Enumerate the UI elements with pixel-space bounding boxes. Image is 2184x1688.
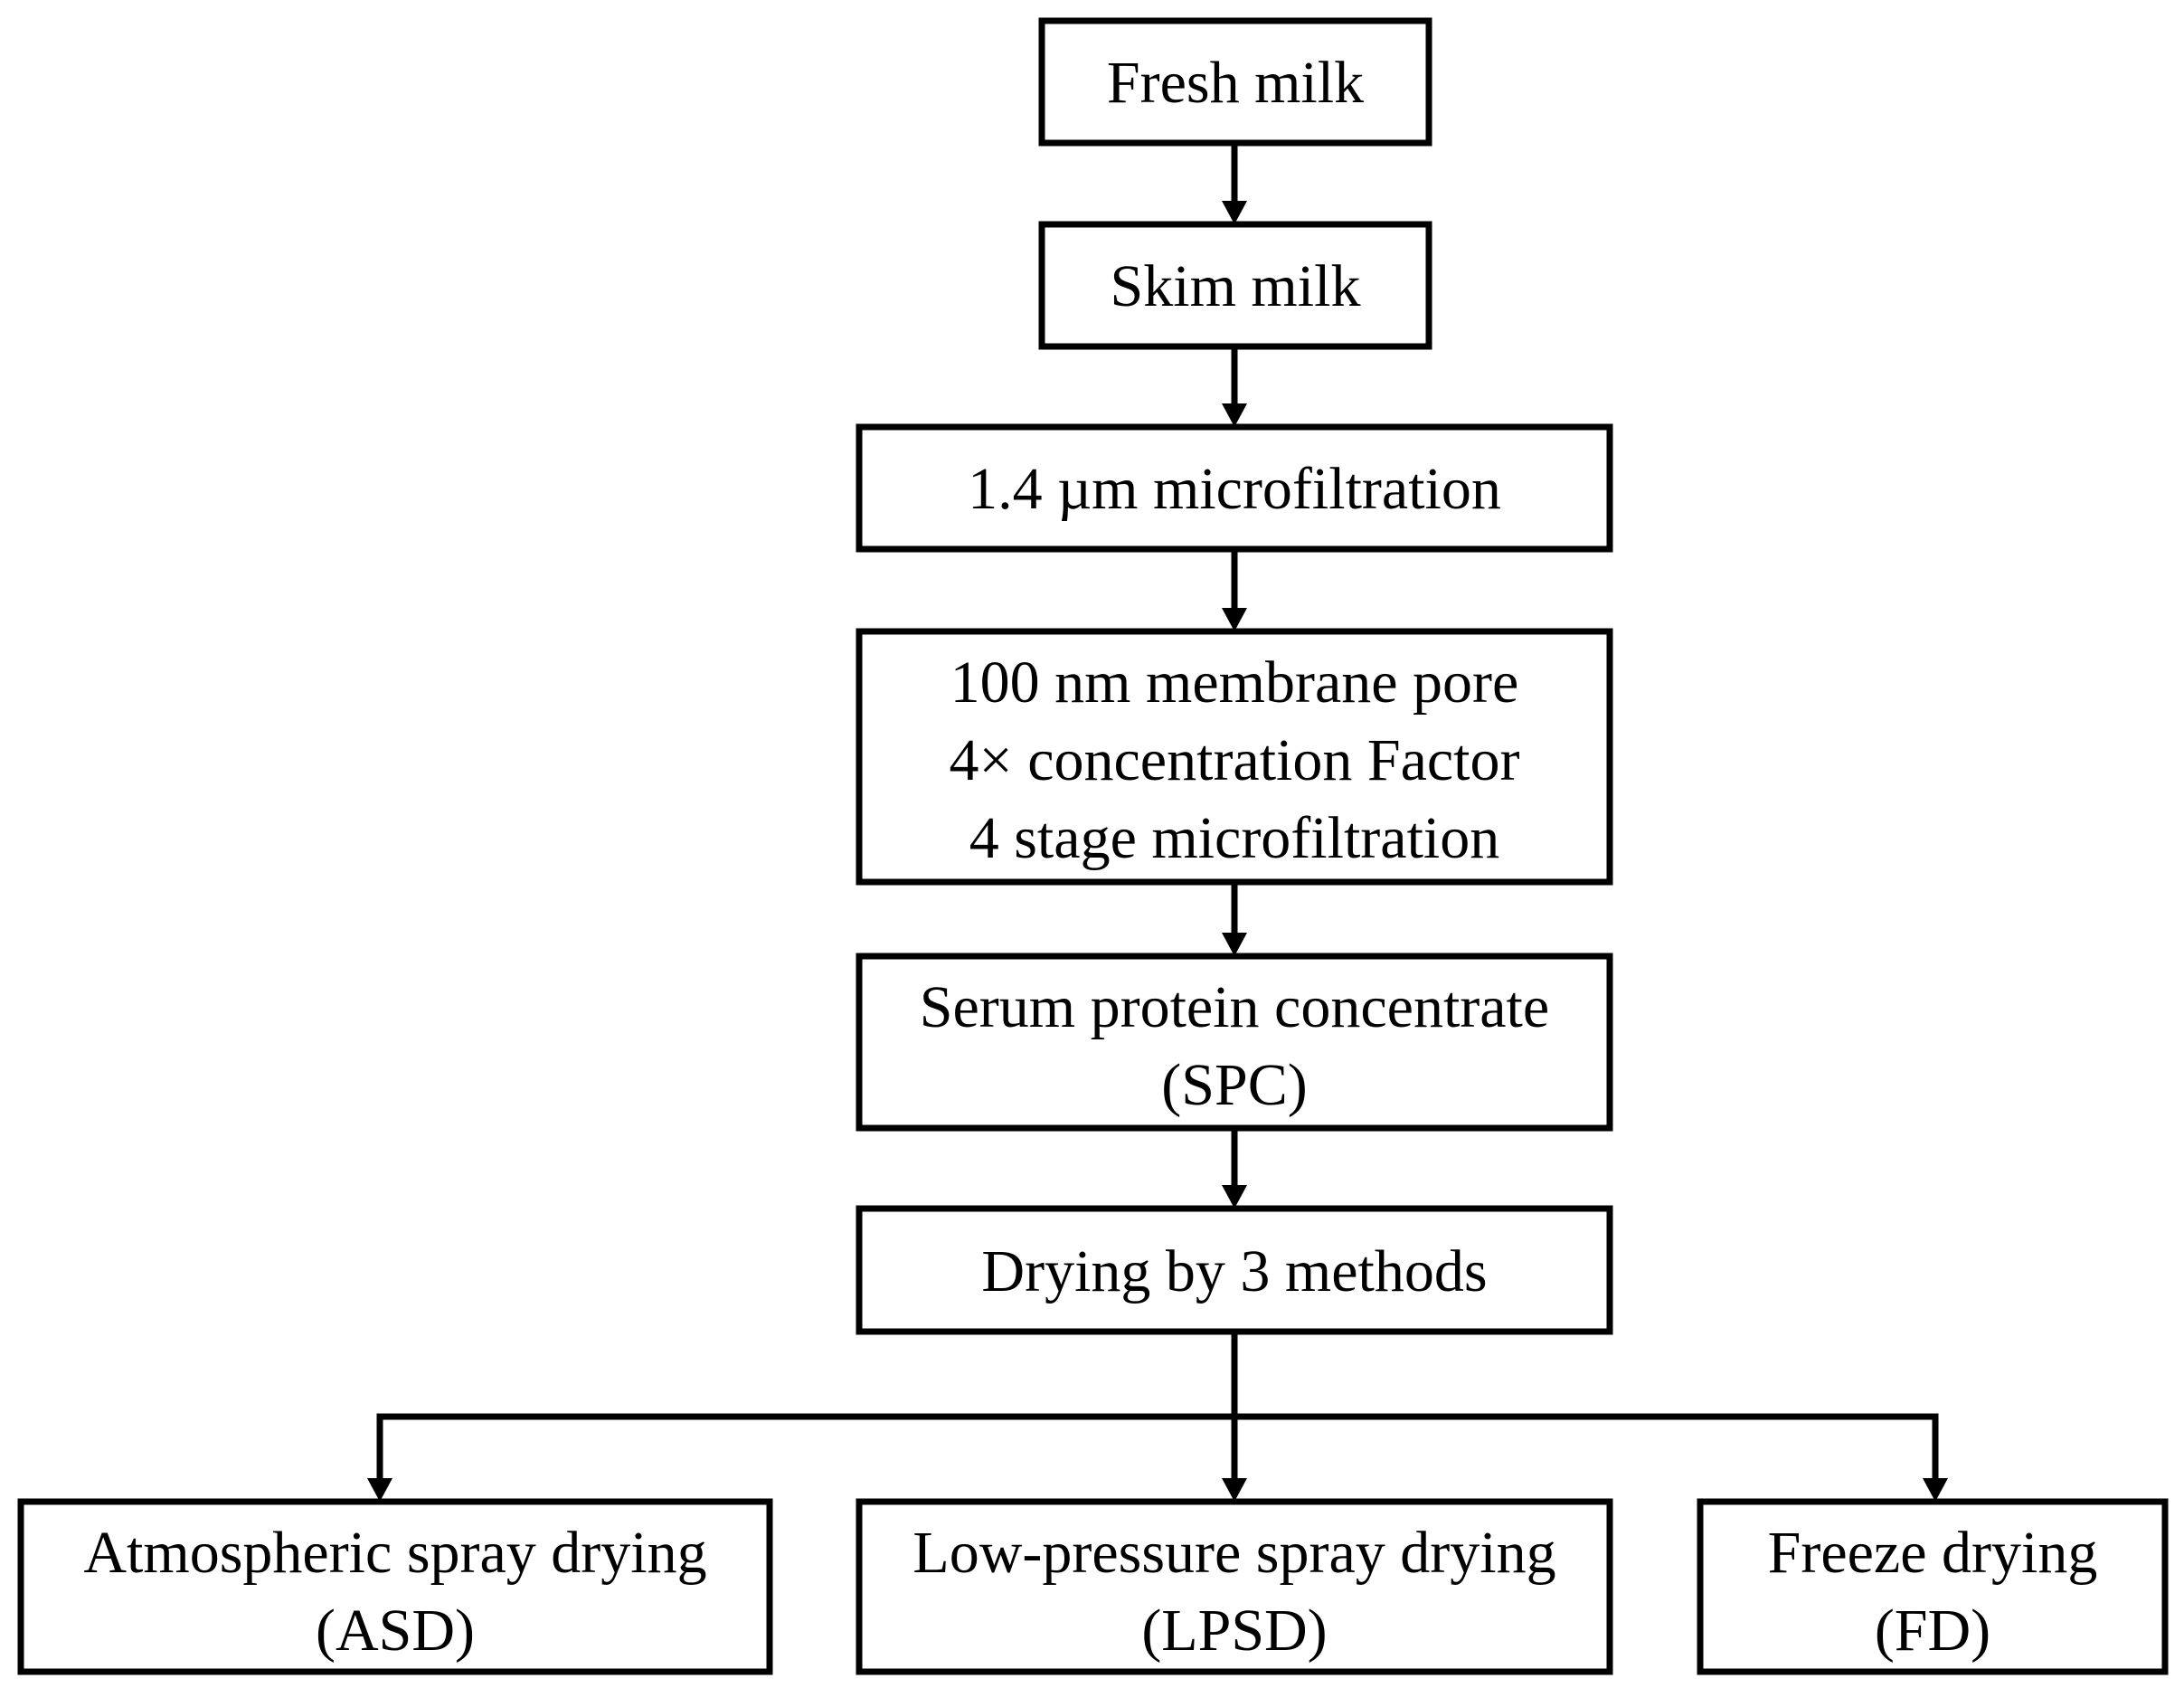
node-box — [1038, 221, 1432, 350]
node-label-line: (SPC) — [1161, 1052, 1307, 1118]
node-box — [856, 628, 1613, 886]
node-label-line: 4× concentration Factor — [950, 727, 1520, 793]
node-label-line: (LPSD) — [1141, 1598, 1327, 1664]
node-fd: Freeze drying (FD) — [1697, 1498, 2169, 1675]
node-box — [856, 953, 1613, 1132]
node-label-line: (ASD) — [316, 1598, 475, 1664]
node-label-line: Atmospheric spray drying — [83, 1520, 706, 1586]
node-label-line: 1.4 µm microfiltration — [968, 456, 1501, 522]
node-label-line: Fresh milk — [1107, 50, 1364, 116]
node-microfiltration-1-4: 1.4 µm microfiltration — [856, 423, 1613, 553]
arrowhead-membrane-stage — [1222, 608, 1247, 631]
node-label-line: Low-pressure spray drying — [912, 1520, 1555, 1586]
node-box — [856, 1205, 1613, 1335]
node-label-line: 100 nm membrane pore — [950, 650, 1519, 716]
node-label-line: Drying by 3 methods — [981, 1238, 1487, 1304]
node-lpsd: Low-pressure spray drying (LPSD) — [856, 1498, 1613, 1675]
node-drying-methods: Drying by 3 methods — [856, 1205, 1613, 1335]
node-box — [17, 1498, 773, 1675]
node-skim-milk: Skim milk — [1038, 221, 1432, 350]
node-membrane-stage: 100 nm membrane pore 4× concentration Fa… — [856, 628, 1613, 886]
edge-branch-bar — [376, 1413, 1939, 1479]
node-label-line: Serum protein concentrate — [920, 974, 1549, 1040]
node-spc: Serum protein concentrate (SPC) — [856, 953, 1613, 1132]
arrowhead-drying-methods — [1222, 1185, 1247, 1209]
arrowhead-spc — [1222, 933, 1247, 956]
node-label-line: Freeze drying — [1768, 1520, 2098, 1586]
arrowhead-microfiltration — [1222, 403, 1247, 427]
node-box — [856, 1498, 1613, 1675]
node-asd: Atmospheric spray drying (ASD) — [17, 1498, 773, 1675]
node-box — [1038, 17, 1432, 147]
node-fresh-milk: Fresh milk — [1038, 17, 1432, 147]
node-label-line: 4 stage microfiltration — [969, 805, 1500, 871]
node-label-line: (FD) — [1875, 1598, 1990, 1664]
node-label-line: Skim milk — [1111, 253, 1361, 319]
connectors — [367, 143, 1948, 1502]
arrowhead-asd — [367, 1478, 392, 1502]
arrowhead-fd — [1923, 1478, 1948, 1502]
node-box — [856, 423, 1613, 553]
node-box — [1697, 1498, 2169, 1675]
arrowhead-lpsd — [1222, 1478, 1247, 1502]
arrowhead-skim-milk — [1222, 201, 1247, 224]
